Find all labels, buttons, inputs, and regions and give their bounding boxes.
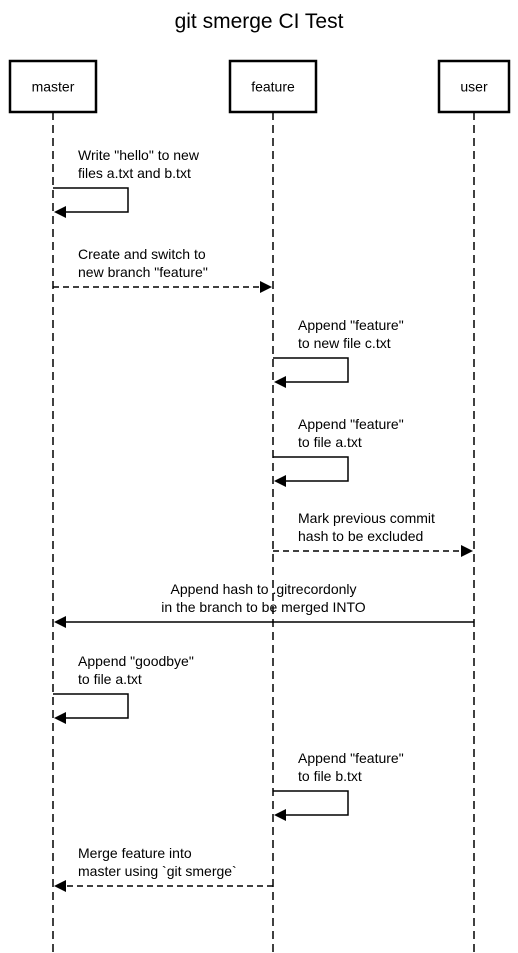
message-label: Append hash to .gitrecordonly bbox=[170, 581, 356, 597]
arrowhead-icon bbox=[260, 281, 272, 293]
message-line bbox=[273, 357, 349, 383]
message-label: Mark previous commit bbox=[298, 510, 435, 526]
message-line bbox=[53, 187, 129, 213]
message-label: Create and switch to bbox=[78, 246, 206, 262]
arrowhead-icon bbox=[461, 545, 473, 557]
message-label: Append "feature" bbox=[298, 317, 404, 333]
message-label: to file a.txt bbox=[78, 671, 142, 687]
message-label: Write "hello" to new bbox=[78, 147, 200, 163]
message-1: Write "hello" to new files a.txt and b.tx… bbox=[53, 147, 200, 218]
message-5: Mark previous commit hash to be excluded bbox=[273, 510, 473, 557]
lifelines bbox=[52, 112, 475, 953]
message-6: Append hash to .gitrecordonly in the bran… bbox=[54, 581, 474, 628]
message-8: Append "feature" to file b.txt bbox=[273, 750, 404, 821]
message-label: master using `git smerge` bbox=[78, 863, 237, 879]
arrowhead-icon bbox=[54, 880, 66, 892]
arrowhead-icon bbox=[54, 616, 66, 628]
message-label: Append "feature" bbox=[298, 416, 404, 432]
message-label: Merge feature into bbox=[78, 845, 192, 861]
message-line bbox=[53, 693, 129, 719]
arrowhead-icon bbox=[54, 712, 66, 724]
message-label: Append "goodbye" bbox=[78, 653, 194, 669]
message-label: hash to be excluded bbox=[298, 528, 423, 544]
diagram-title: git smerge CI Test bbox=[175, 10, 344, 33]
actor-label-user: user bbox=[460, 79, 488, 95]
message-line bbox=[273, 456, 349, 482]
message-9: Merge feature into master using `git smer… bbox=[54, 845, 273, 892]
message-2: Create and switch to new branch "feature" bbox=[53, 246, 272, 293]
arrowhead-icon bbox=[274, 475, 286, 487]
messages: Write "hello" to new files a.txt and b.tx… bbox=[53, 147, 474, 892]
message-line bbox=[273, 790, 349, 816]
arrowhead-icon bbox=[274, 376, 286, 388]
actor-box-user bbox=[437, 59, 511, 114]
message-7: Append "goodbye" to file a.txt bbox=[53, 653, 194, 724]
actor-label-master: master bbox=[32, 79, 75, 95]
message-4: Append "feature" to file a.txt bbox=[273, 416, 404, 487]
actor-box-feature bbox=[228, 59, 318, 114]
actor-box-master bbox=[8, 59, 98, 114]
message-label: to file a.txt bbox=[298, 434, 362, 450]
message-3: Append "feature" to new file c.txt bbox=[273, 317, 404, 388]
message-label: new branch "feature" bbox=[78, 264, 208, 280]
actors: master feature user bbox=[8, 59, 511, 114]
actor-label-feature: feature bbox=[251, 79, 295, 95]
message-label: in the branch to be merged INTO bbox=[161, 599, 366, 615]
message-label: to new file c.txt bbox=[298, 335, 391, 351]
arrowhead-icon bbox=[54, 206, 66, 218]
message-label: Append "feature" bbox=[298, 750, 404, 766]
message-label: to file b.txt bbox=[298, 768, 362, 784]
message-label: files a.txt and b.txt bbox=[78, 165, 191, 181]
arrowhead-icon bbox=[274, 809, 286, 821]
